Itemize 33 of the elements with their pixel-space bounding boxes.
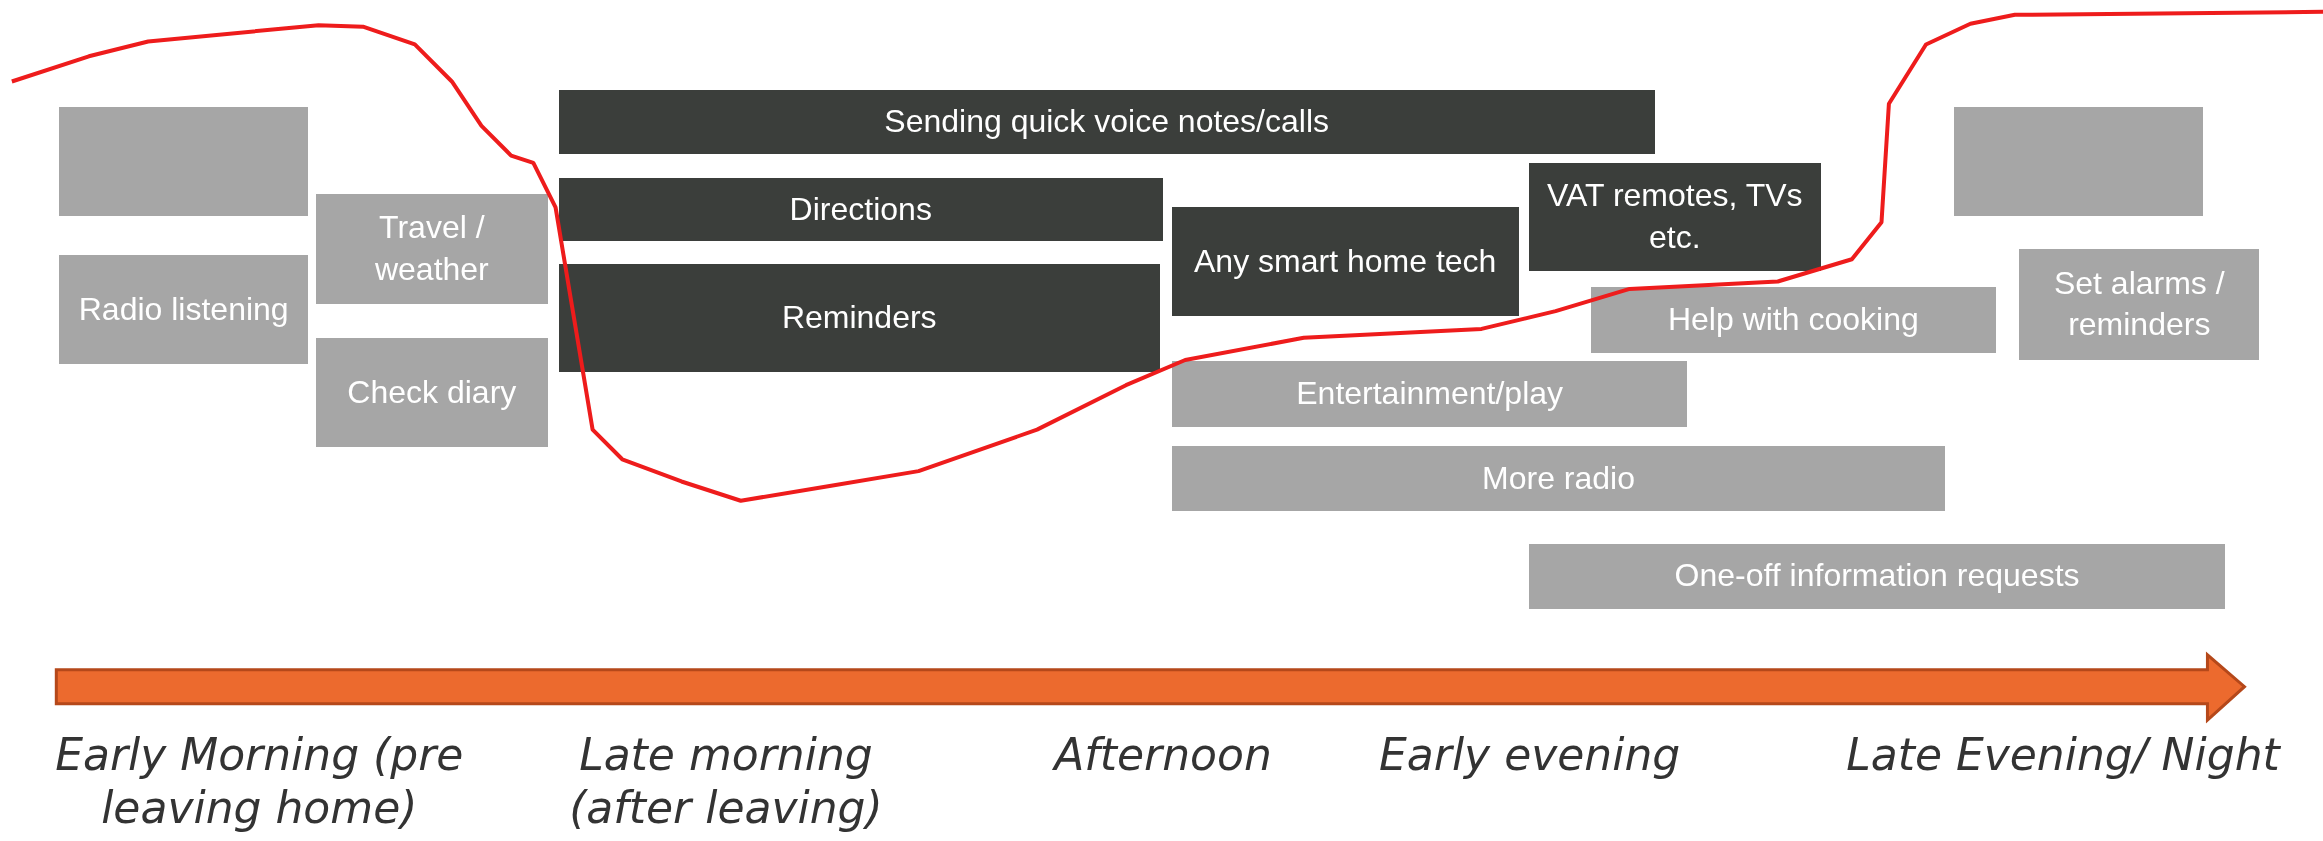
activity-text: Any smart home tech [1194, 241, 1497, 281]
activity-text: Check diary [347, 372, 517, 412]
activity-text: One-off information requests [1674, 556, 2080, 596]
activity-box [59, 106, 309, 217]
activity-box [315, 337, 549, 448]
activity-box [1171, 361, 1688, 427]
activity-box [1171, 207, 1519, 316]
activity-box [1954, 106, 2203, 217]
time-label: Early evening [1378, 728, 1682, 782]
activity-box [1591, 287, 1996, 353]
activity-text: Sending quick voice notes/calls [884, 102, 1329, 142]
activity-box [2019, 248, 2260, 360]
activity-box [1171, 445, 1946, 512]
activity-text: Set alarms / reminders [2052, 263, 2226, 345]
activity-box [1528, 162, 1821, 272]
activity-text: Reminders [781, 297, 937, 337]
activity-text: Travel / weather [373, 208, 490, 289]
activity-box [558, 263, 1160, 372]
activity-box [315, 194, 549, 304]
time-label: Early Morning (pre leaving home) [54, 728, 465, 835]
activity-text: Radio listening [78, 289, 289, 329]
activity-box [558, 177, 1163, 242]
time-label: Afternoon [1051, 728, 1273, 782]
time-label: Late morning (after leaving) [568, 728, 884, 835]
activity-text: VAT remotes, TVs etc. [1546, 176, 1804, 257]
time-label: Late Evening/ Night [1845, 728, 2282, 782]
activity-box [1528, 543, 2226, 609]
activity-box [558, 90, 1655, 155]
activity-text: More radio [1482, 458, 1635, 498]
activity-text: Entertainment/play [1296, 374, 1564, 414]
activity-box [59, 254, 309, 365]
activity-text: Help with cooking [1667, 300, 1919, 340]
activity-text: Directions [789, 189, 932, 229]
